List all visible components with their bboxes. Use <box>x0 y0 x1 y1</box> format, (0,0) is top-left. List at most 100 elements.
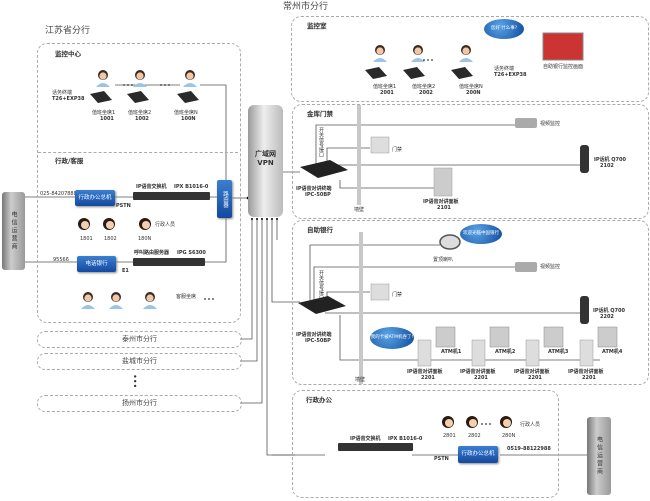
admin-switchboard: 行政办公总机 <box>75 190 115 206</box>
admin-switchboard: 行政办公总机 <box>458 446 498 463</box>
atm-monitor-label: 自助银行监控画面 <box>543 64 584 70</box>
intercom-terminal-vault <box>300 160 348 178</box>
speaker-label: 置顶喇叭 <box>433 257 454 263</box>
atm-machine-icon <box>489 326 510 348</box>
pstn-label: PSTN <box>434 456 449 462</box>
desk-phone-icon <box>365 67 387 79</box>
ellipsis-dot <box>168 84 170 86</box>
monitor-room-title: 监控室 <box>307 22 327 30</box>
seat-name: 值班坐席2 <box>128 110 152 116</box>
atm-label: ATM机4 <box>602 349 623 355</box>
wan-label: 广域网 <box>255 150 276 158</box>
ellipsis-dot <box>481 423 483 425</box>
intercom-panel-icon <box>471 339 486 367</box>
terminal-model: T26+EXP38 <box>52 96 85 102</box>
branch-yangzhou[interactable]: 扬州市分行 <box>37 395 242 412</box>
vpn-label: VPN <box>257 159 274 167</box>
ellipsis-dot <box>208 298 210 300</box>
port-dot <box>261 218 263 220</box>
panel-ext: 2101 <box>437 205 451 211</box>
staff-ext: 1802 <box>104 236 117 242</box>
phone-ext: 2202 <box>600 314 614 320</box>
agents-label: 客服坐席 <box>176 294 197 300</box>
atm-machine-icon <box>543 326 564 348</box>
desk-phone-icon <box>403 67 425 79</box>
ellipsis-dot <box>164 84 166 86</box>
vault-title: 金库门禁 <box>307 110 333 118</box>
intercom-label: IP语音对讲终端 <box>296 186 332 192</box>
ellipsis-dot <box>427 59 429 61</box>
ipx-device <box>133 192 210 200</box>
ipx-model: IPX B1016-0 <box>174 184 209 190</box>
intercom-terminal-bank <box>298 296 346 314</box>
ellipsis-dots: ••• <box>130 374 139 389</box>
ellipsis-dot <box>431 59 433 61</box>
self-bank-title: 自助银行 <box>307 226 333 234</box>
seat-name: 值班坐席1 <box>92 110 116 116</box>
intercom-panel-icon <box>579 339 594 367</box>
panel-ext: 2201 <box>582 375 596 381</box>
panel-ext: 2201 <box>528 375 542 381</box>
seat-name: 值班坐席1 <box>373 84 397 90</box>
port-dot <box>271 218 273 220</box>
speaker-bubble: 欢迎光临中国银行 <box>460 224 502 244</box>
port-dot <box>251 218 253 220</box>
ellipsis-dot <box>123 84 125 86</box>
desk-phone-icon <box>127 91 149 103</box>
door-access-icon <box>370 283 390 301</box>
ellipsis-dot <box>212 298 214 300</box>
door-label: 门禁 <box>392 147 403 153</box>
door-label: 门禁 <box>392 292 403 298</box>
seat-ext: 1002 <box>135 116 149 122</box>
seat-ext: 2002 <box>419 90 433 96</box>
phone-label: IP话机 Q700 <box>594 157 626 163</box>
panel-ext: 2201 <box>474 375 488 381</box>
seat-ext: 100N <box>181 116 196 122</box>
phone-bank: 电话银行 <box>77 256 116 272</box>
ip-phone-q700-bank <box>580 296 589 324</box>
bank-wall <box>359 232 363 384</box>
wall-label: 墙壁 <box>355 377 366 383</box>
camera-label: 视频监控 <box>540 121 561 127</box>
seat-name: 值班坐席2 <box>412 84 436 90</box>
branch-yancheng[interactable]: 盐城市分行 <box>37 353 242 370</box>
hotline-number: 95566 <box>53 257 69 263</box>
terminal-label: 话务终端 <box>494 66 515 72</box>
vault-region <box>292 104 649 219</box>
ellipsis-dot <box>160 84 162 86</box>
switch-port-label: 开关信号接口 <box>318 127 324 157</box>
atm-machine-icon <box>435 326 456 348</box>
branch-taizhou[interactable]: 泰州市分行 <box>37 331 242 348</box>
terminal-model: T26+EXP38 <box>494 72 527 78</box>
intercom-panel-icon <box>417 339 432 367</box>
camera-icon <box>515 118 537 128</box>
port-dot <box>276 218 278 220</box>
ellipsis-dot <box>423 59 425 61</box>
atm-monitor-screen <box>542 32 584 61</box>
divider <box>38 152 238 153</box>
greeting-bubble: 您好 什么事? <box>484 19 524 39</box>
ipg-label: 呼叫路由服务器 <box>134 250 170 256</box>
atm-bubble: 我的卡被ATM机吞了! <box>370 327 414 349</box>
ipg-device <box>133 258 205 266</box>
e1-label: E1 <box>122 268 129 274</box>
ipx-device-changzhou <box>338 443 413 451</box>
self-bank-region <box>292 220 649 385</box>
panel-label: IP语音对讲面板 <box>423 199 459 205</box>
camera-label: 视频监控 <box>540 264 561 270</box>
staff-ext: 280N <box>502 433 516 439</box>
staff-ext: 180N <box>138 236 152 242</box>
panel-label: IP语音对讲面板 <box>460 369 496 375</box>
seat-ext: 2001 <box>380 90 394 96</box>
ipx-label: IP语音交换机 <box>136 184 167 190</box>
intercom-label: IP语音对讲终端 <box>296 332 332 338</box>
vault-wall <box>357 105 361 205</box>
pstn-label: PSTN <box>116 203 131 209</box>
atm-machine-icon <box>597 326 618 348</box>
staff-label: 行政人员 <box>520 422 541 428</box>
intercom-panel-icon <box>433 167 453 197</box>
camera-icon <box>515 262 537 272</box>
phone-ext: 2102 <box>600 163 614 169</box>
ipx-label: IP语音交换机 <box>350 436 381 442</box>
